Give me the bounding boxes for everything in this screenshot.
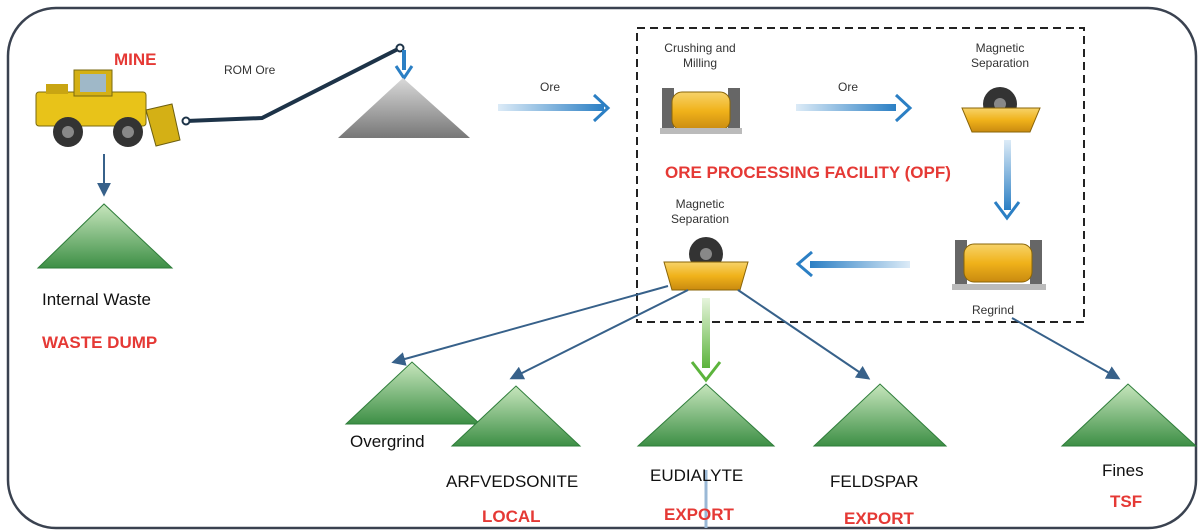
regrind-label: Regrind [972,303,1015,317]
crushing-line2: Milling [682,56,717,70]
drop-arrow-head [394,65,414,81]
feldspar-pile-icon [812,383,948,447]
fines-pile-icon [1060,383,1198,447]
ore-label-2: Ore [838,80,859,94]
tsf-label: TSF [1110,492,1143,511]
overgrind-label: Overgrind [350,432,425,451]
magsep-top-line1: Magnetic [975,41,1025,55]
crushing-milling-label: Crushing and Milling [650,41,750,71]
to-feldspar-arrow [737,289,871,380]
rom-stockpile-icon [338,78,470,138]
waste-dump-label: WASTE DUMP [42,333,158,352]
arfvedsonite-pile-icon [450,385,582,447]
waste-dump-pile-icon [36,203,174,269]
ore-arrow-1 [498,93,611,123]
magsep-top-label: Magnetic Separation [960,41,1040,71]
local-label: LOCAL [482,507,541,526]
feldspar-label: FELDSPAR [830,472,919,491]
to-fines-arrow [1011,317,1121,380]
regrind-mill-icon [952,240,1046,290]
rom-ore-label: ROM Ore [224,63,276,77]
outer-frame [6,6,1198,530]
magsep-bottom-line1: Magnetic [675,197,725,211]
magsep-bottom-label: Magnetic Separation [660,197,740,227]
arfvedsonite-label: ARFVEDSONITE [446,472,579,491]
regrind-to-magsep-arrow [795,250,910,278]
magnetic-separator-icon [663,237,749,291]
magsep-top-line2: Separation [970,56,1030,70]
crushing-line1: Crushing and [664,41,736,55]
ball-mill-icon [660,88,742,134]
eudialyte-label: EUDIALYTE [650,466,744,485]
mine-label: MINE [114,50,157,69]
to-arfvedsonite-arrow [509,289,689,380]
opf-title: ORE PROCESSING FACILITY (OPF) [665,163,951,182]
conveyor-icon [181,43,405,126]
internal-waste-label: Internal Waste [42,290,151,309]
eudialyte-pile-icon [636,383,776,447]
export-label-2: EXPORT [844,509,914,528]
magnetic-separator-icon [961,87,1041,133]
overgrind-pile-icon [344,361,482,425]
magsep-bottom-line2: Separation [670,212,730,226]
ore-label-1: Ore [540,80,561,94]
to-overgrind-arrow [391,285,669,366]
to-regrind-arrow [993,140,1021,221]
export-label-1: EXPORT [664,505,734,524]
ore-arrow-2 [796,93,913,123]
to-eudialyte-arrow [690,298,722,383]
opf-boundary [636,27,1085,323]
fines-label: Fines [1102,461,1144,480]
front-loader-icon [35,69,181,147]
